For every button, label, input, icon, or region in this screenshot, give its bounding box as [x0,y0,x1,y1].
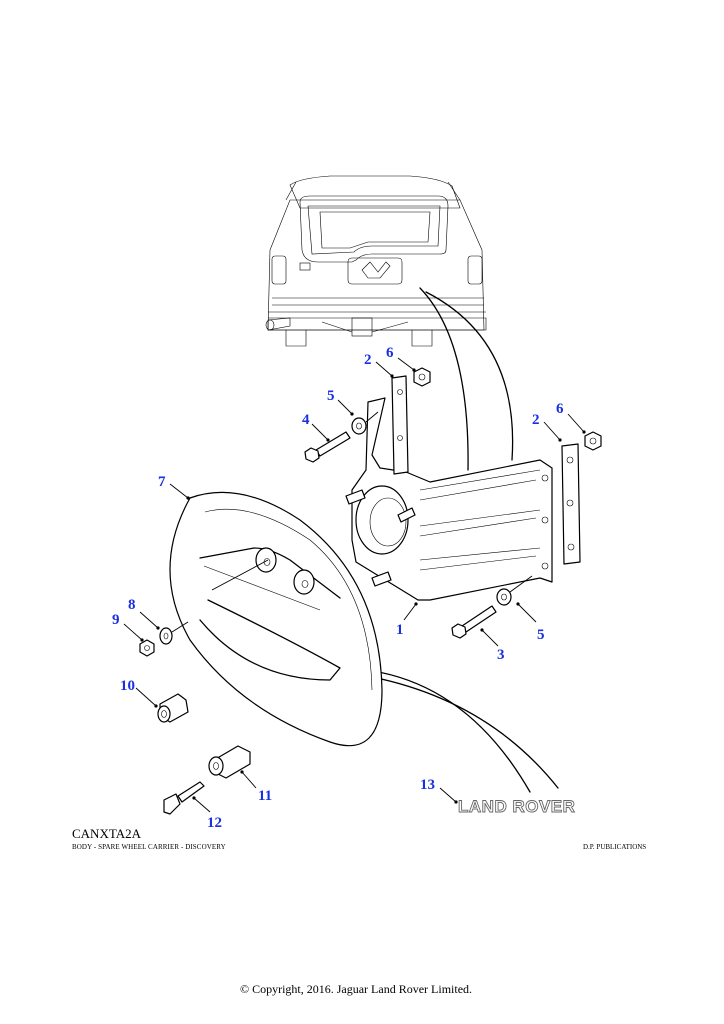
callout-10: 10 [120,678,135,694]
bolt-4 [304,431,351,463]
washer-5a [351,411,379,435]
callout-3: 3 [497,647,505,663]
key-12 [163,781,205,815]
mounting-plate-right [561,443,581,565]
washer-5b [496,575,533,606]
badge-text: LAND ROVER [458,797,575,816]
diagram-subtitle: BODY - SPARE WHEEL CARRIER - DISCOVERY [72,843,226,851]
washer-8 [159,621,189,645]
callout-leaders [123,357,586,813]
callout-2-right: 2 [532,412,540,428]
bolt-3 [451,605,497,639]
callout-6-right: 6 [556,401,564,417]
callout-5-top: 5 [327,388,335,404]
nut-6a [413,367,431,387]
vehicle-rear-view [265,175,487,347]
callout-1: 1 [396,622,404,638]
callout-13: 13 [420,777,435,793]
callout-7: 7 [158,474,166,490]
locking-nut-10 [157,693,189,723]
callout-9: 9 [112,612,120,628]
callout-labels: 1 2 2 3 4 5 5 6 6 7 8 9 10 11 12 13 [112,345,564,831]
lock-barrel-11 [208,745,251,779]
spare-wheel-cover [169,491,383,747]
callout-2-left: 2 [364,352,372,368]
callout-11: 11 [258,788,272,804]
diagram-code: CANXTA2A [72,826,142,841]
callout-6-left: 6 [386,345,394,361]
mounting-plate-left [391,375,409,475]
publisher-label: D.P. PUBLICATIONS [583,843,647,851]
callout-4: 4 [302,412,310,428]
carrier-bracket [345,397,553,601]
nut-6b [584,431,602,451]
callout-5-bottom: 5 [537,627,545,643]
callout-12: 12 [207,815,222,831]
callout-8: 8 [128,597,136,613]
copyright-notice: © Copyright, 2016. Jaguar Land Rover Lim… [239,982,473,996]
nut-9 [139,639,155,657]
land-rover-badge: LAND ROVER [458,797,576,817]
